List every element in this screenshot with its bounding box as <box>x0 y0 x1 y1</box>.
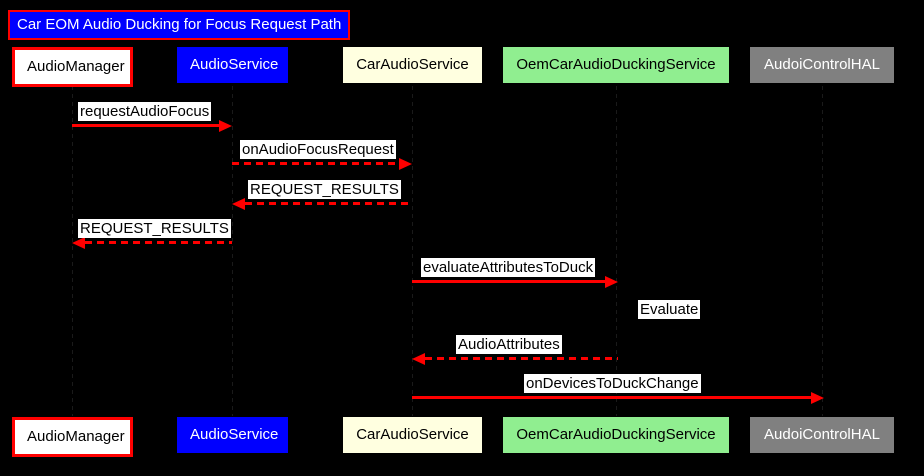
participant-audio-service-bottom[interactable]: AudioService <box>177 417 288 453</box>
message-label-evaluate-attributes-to-duck-4: evaluateAttributesToDuck <box>421 258 596 277</box>
note-evaluate: Evaluate <box>638 300 701 319</box>
message-label-request-results-3: REQUEST_RESULTS <box>78 219 231 238</box>
message-line-on-audio-focus-request-1 <box>232 162 399 165</box>
diagram-title: Car EOM Audio Ducking for Focus Request … <box>8 10 351 40</box>
lifeline-audoi-control-hal <box>822 86 823 416</box>
participant-audio-manager-bottom[interactable]: AudioManager <box>12 417 133 457</box>
lifeline-audio-manager <box>72 86 73 416</box>
lifeline-audio-service <box>232 86 233 416</box>
arrow-head-right-4 <box>605 276 618 288</box>
participant-audio-manager-top[interactable]: AudioManager <box>12 47 133 87</box>
participant-car-audio-service-bottom[interactable]: CarAudioService <box>343 417 482 453</box>
participant-oem-car-audio-ducking-service-bottom[interactable]: OemCarAudioDuckingService <box>503 417 729 453</box>
participant-audio-service-top[interactable]: AudioService <box>177 47 288 83</box>
message-label-request-audio-focus-0: requestAudioFocus <box>78 102 212 121</box>
message-label-on-devices-to-duck-change-6: onDevicesToDuckChange <box>524 374 701 393</box>
message-line-audio-attributes-5 <box>425 357 618 360</box>
message-label-request-results-2: REQUEST_RESULTS <box>248 180 401 199</box>
participant-audoi-control-hal-bottom[interactable]: AudoiControlHAL <box>750 417 894 453</box>
message-label-audio-attributes-5: AudioAttributes <box>456 335 562 354</box>
lifeline-car-audio-service <box>412 86 413 416</box>
arrow-head-right-1 <box>399 158 412 170</box>
participant-audoi-control-hal-top[interactable]: AudoiControlHAL <box>750 47 894 83</box>
arrow-head-right-0 <box>219 120 232 132</box>
message-line-request-audio-focus-0 <box>72 124 219 127</box>
message-line-request-results-3 <box>85 241 232 244</box>
message-line-on-devices-to-duck-change-6 <box>412 396 811 399</box>
message-label-on-audio-focus-request-1: onAudioFocusRequest <box>240 140 396 159</box>
arrow-head-right-6 <box>811 392 824 404</box>
arrow-head-left-5 <box>412 353 425 365</box>
message-line-request-results-2 <box>245 202 412 205</box>
arrow-head-left-3 <box>72 237 85 249</box>
participant-car-audio-service-top[interactable]: CarAudioService <box>343 47 482 83</box>
lifeline-oem-car-audio-ducking-service <box>616 86 617 416</box>
arrow-head-left-2 <box>232 198 245 210</box>
participant-oem-car-audio-ducking-service-top[interactable]: OemCarAudioDuckingService <box>503 47 729 83</box>
message-line-evaluate-attributes-to-duck-4 <box>412 280 605 283</box>
